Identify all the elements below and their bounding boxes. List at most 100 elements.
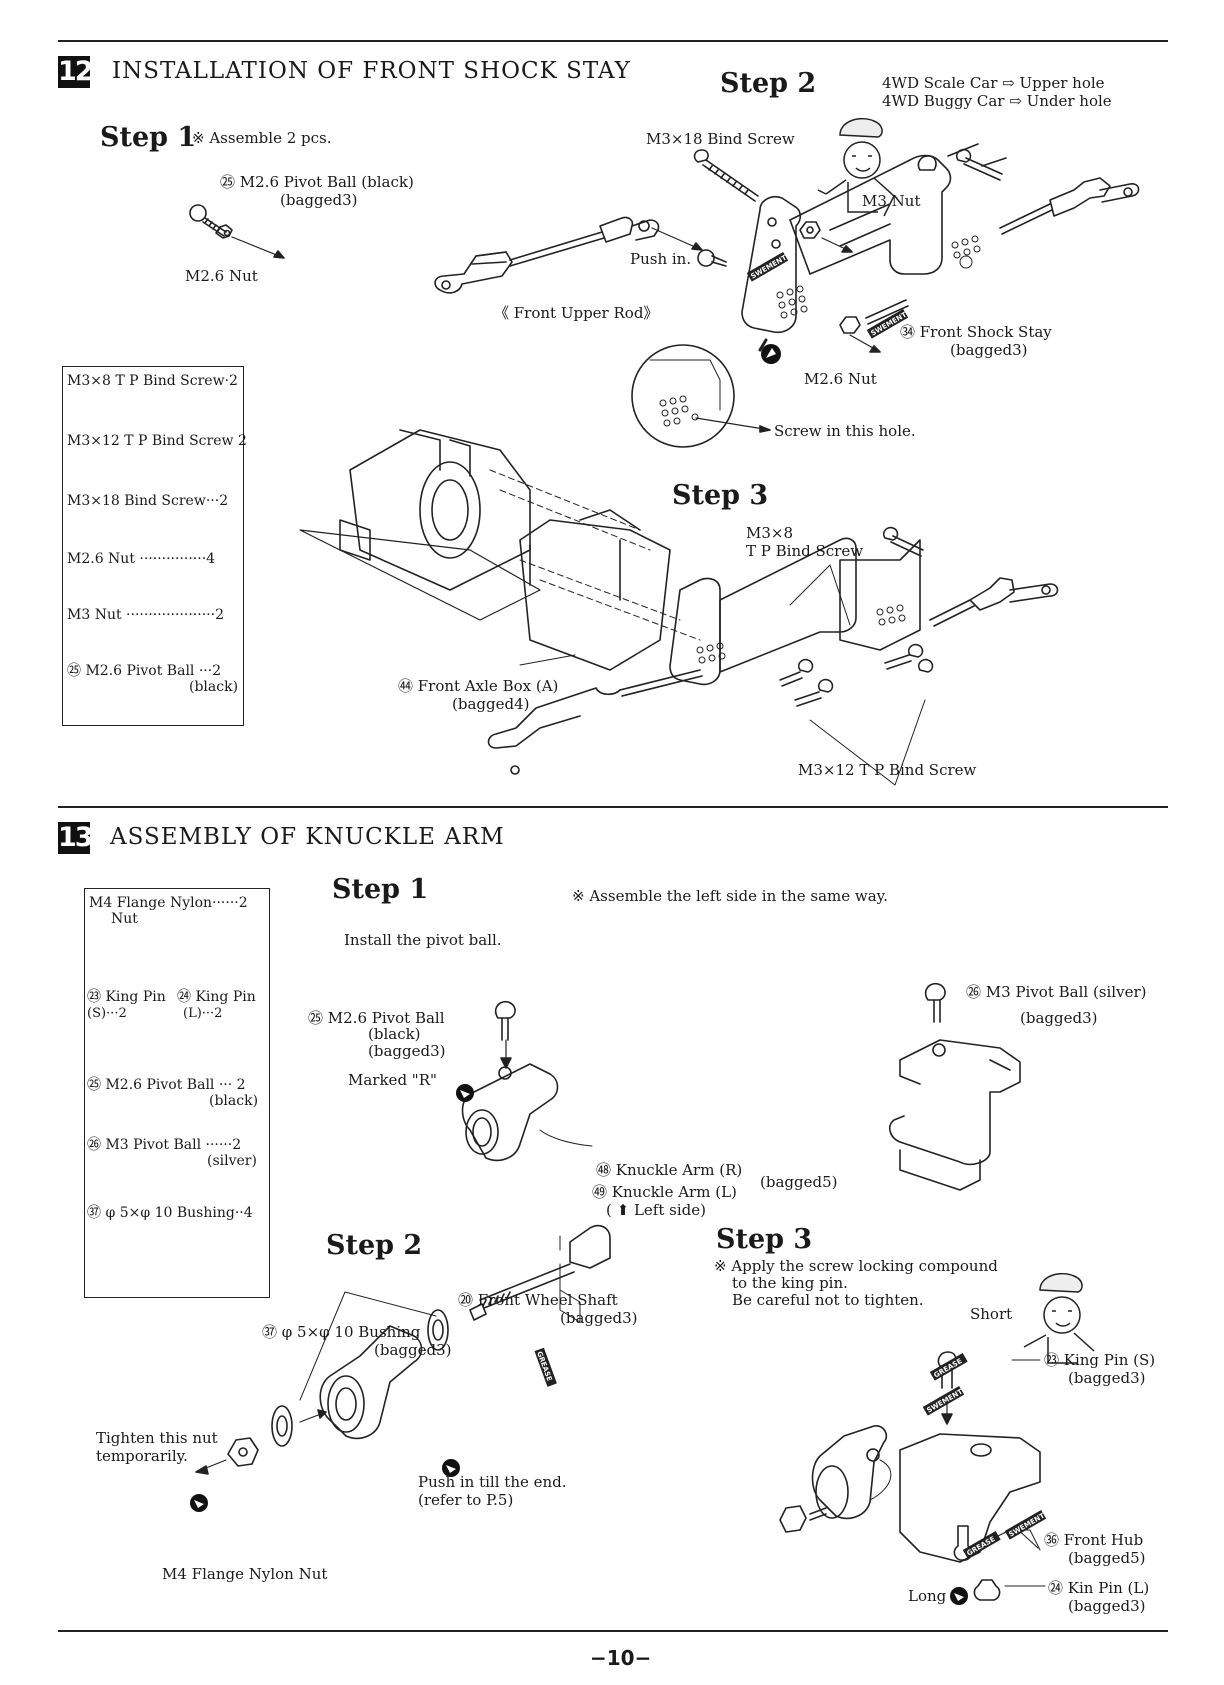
sec13-part-ball3-note: (silver) xyxy=(207,1153,257,1169)
sec12-step3-heading: Step 3 xyxy=(672,480,769,511)
sec13-m3-ball-bag: (bagged3) xyxy=(1020,1009,1098,1027)
direction-marker-arrows xyxy=(194,348,964,1601)
stamp-labels: SWEMENT SWEMENT GREASE GREASE SWEMENT SW… xyxy=(534,251,1047,1559)
sec13-part-king-pin-s: ㉓ King Pin xyxy=(87,989,166,1005)
sec12-part-0: M3×8 T P Bind Screw·2 xyxy=(67,373,238,389)
sec12-step2-note-2: 4WD Buggy Car ⇨ Under hole xyxy=(882,92,1112,110)
sec13-part-flange-nut: M4 Flange Nylon······2 xyxy=(89,895,248,911)
sec13-part-ball3: ㉖ M3 Pivot Ball ······2 xyxy=(87,1137,242,1153)
knuckle-arm-drawing xyxy=(461,982,1021,1191)
sec13-marked-r: Marked "R" xyxy=(348,1071,437,1089)
front-hub-drawing xyxy=(779,1351,1046,1601)
sec13-part-king-pin-l: ㉔ King Pin xyxy=(177,989,256,1005)
sec12-tp-screw12-label: M3×12 T P Bind Screw xyxy=(798,761,977,779)
sec13-step1-heading: Step 1 xyxy=(332,874,429,905)
sec13-king-pin-s-label: ㉓ King Pin (S) xyxy=(1044,1351,1156,1369)
sec13-knuckle-r: ㊽ Knuckle Arm (R) xyxy=(596,1161,743,1179)
sec13-part-ball26: ㉕ M2.6 Pivot Ball ··· 2 xyxy=(87,1077,246,1093)
section-divider xyxy=(58,806,1168,808)
sec12-nut-label: M2.6 Nut xyxy=(185,267,258,285)
sec13-bushing-bag: (bagged3) xyxy=(374,1341,452,1359)
sec13-part-ball26-note: (black) xyxy=(209,1093,259,1109)
sec13-parts-box: M4 Flange Nylon······2 Nut ㉓ King Pin (S… xyxy=(84,888,270,1298)
sec12-step2-heading: Step 2 xyxy=(720,68,817,99)
sec13-step1-instruction: Install the pivot ball. xyxy=(344,931,502,949)
section-12-number: 12 xyxy=(58,56,94,88)
sec13-push-1: Push in till the end. xyxy=(418,1473,567,1491)
sec12-m3-nut-label: M3 Nut xyxy=(862,192,921,210)
sec13-part-bushing: ㊲ φ 5×φ 10 Bushing··4 xyxy=(87,1205,253,1221)
sec13-step1-note: ※ Assemble the left side in the same way… xyxy=(572,887,888,905)
sec13-push-2: (refer to P.5) xyxy=(418,1491,514,1509)
front-upper-rod-drawing xyxy=(434,216,727,294)
sec13-step3-heading: Step 3 xyxy=(716,1224,813,1255)
section-12-title: INSTALLATION OF FRONT SHOCK STAY xyxy=(112,58,631,84)
sec13-step3-note-3: Be careful not to tighten. xyxy=(732,1291,924,1309)
page-number: −10− xyxy=(590,1646,652,1670)
sec12-tp-screw-size: M3×8 xyxy=(746,524,794,542)
front-shock-stay-drawing xyxy=(693,143,1140,353)
sec12-parts-box: M3×8 T P Bind Screw·2 M3×12 T P Bind Scr… xyxy=(62,366,247,726)
sec12-step2-note-1: 4WD Scale Car ⇨ Upper hole xyxy=(882,74,1105,92)
axle-box-assembly-drawing xyxy=(299,429,1059,786)
pivot-ball-drawing xyxy=(189,204,285,259)
sec13-step3-note-1: ※ Apply the screw locking compound xyxy=(714,1257,998,1275)
sec13-m3-ball-label: ㉖ M3 Pivot Ball (silver) xyxy=(966,983,1147,1001)
sec13-king-pin-l-bag: (bagged3) xyxy=(1068,1597,1146,1615)
sec13-short-label: Short xyxy=(970,1305,1013,1323)
stamp-swement-1: SWEMENT xyxy=(750,254,789,281)
sec13-king-pin-l-label: ㉔ Kin Pin (L) xyxy=(1048,1579,1150,1597)
magnifier-drawing xyxy=(631,338,771,448)
stamp-swement-4: SWEMENT xyxy=(1008,1512,1047,1539)
sec12-bind-screw-label: M3×18 Bind Screw xyxy=(646,130,795,148)
section-13-number: 13 xyxy=(58,822,94,854)
sec12-part-5-note: (black) xyxy=(189,679,239,695)
sec12-shock-stay-bag: (bagged3) xyxy=(950,341,1028,359)
sec13-tighten-2: temporarily. xyxy=(96,1447,188,1465)
sec13-left-side: ( ⬆ Left side) xyxy=(606,1201,706,1219)
sec13-part-king-pin-s-qty: (S)···2 xyxy=(87,1006,127,1021)
sec13-pivot-ball-label: ㉕ M2.6 Pivot Ball xyxy=(308,1009,445,1027)
sec12-pivot-ball-bag: (bagged3) xyxy=(280,191,358,209)
sec13-wheel-shaft-bag: (bagged3) xyxy=(560,1309,638,1327)
sec12-part-3: M2.6 Nut ···············4 xyxy=(67,551,216,567)
sec13-king-pin-s-bag: (bagged3) xyxy=(1068,1369,1146,1387)
sec12-m26-nut-label: M2.6 Nut xyxy=(804,370,877,388)
sec13-front-hub-bag: (bagged5) xyxy=(1068,1549,1146,1567)
sec13-part-king-pin-l-qty: (L)···2 xyxy=(183,1006,223,1021)
sec13-front-hub-label: ㊱ Front Hub xyxy=(1044,1531,1144,1549)
sec13-part-flange-nut-2: Nut xyxy=(111,911,138,927)
sec13-step2-heading: Step 2 xyxy=(326,1230,423,1261)
sec13-pivot-ball-bag: (bagged3) xyxy=(368,1042,446,1060)
section-13-title: ASSEMBLY OF KNUCKLE ARM xyxy=(110,824,505,850)
stamp-swement-3: SWEMENT xyxy=(926,1388,965,1415)
mascot-drawings xyxy=(817,117,1095,1364)
stamp-grease-1: GREASE xyxy=(535,1350,553,1382)
mascot-sec13 xyxy=(1023,1272,1095,1364)
sec12-screw-hole-label: Screw in this hole. xyxy=(774,422,916,440)
sec13-long-label: Long xyxy=(908,1587,947,1605)
sec13-step3-note-2: to the king pin. xyxy=(732,1274,848,1292)
sec12-axle-box-bag: (bagged4) xyxy=(452,695,530,713)
sec12-shock-stay-label: ㉞ Front Shock Stay xyxy=(900,323,1052,341)
sec12-axle-box-label: ㊹ Front Axle Box (A) xyxy=(398,677,559,695)
sec12-push-in-label: Push in. xyxy=(630,250,692,268)
sec13-knuckle-l: ㊾ Knuckle Arm (L) xyxy=(592,1183,737,1201)
sec13-bushing-label: ㊲ φ 5×φ 10 Bushing xyxy=(262,1323,421,1341)
sec13-knuckle-bag: (bagged5) xyxy=(760,1173,838,1191)
sec13-flange-nut-label: M4 Flange Nylon Nut xyxy=(162,1565,328,1583)
top-rule xyxy=(58,40,1168,42)
sec12-part-2: M3×18 Bind Screw···2 xyxy=(67,493,229,509)
sec13-pivot-ball-color: (black) xyxy=(368,1025,421,1043)
bottom-rule xyxy=(58,1630,1168,1632)
sec12-part-1: M3×12 T P Bind Screw 2 xyxy=(67,433,247,449)
sec13-tighten-1: Tighten this nut xyxy=(96,1429,218,1447)
sec12-part-5: ㉕ M2.6 Pivot Ball ···2 xyxy=(67,663,222,679)
sec12-pivot-ball-label: ㉕ M2.6 Pivot Ball (black) xyxy=(220,173,414,191)
wheel-shaft-drawing xyxy=(195,1224,611,1475)
sec12-step1-heading: Step 1 xyxy=(100,122,197,153)
sec12-step1-note: ※ Assemble 2 pcs. xyxy=(192,129,332,147)
sec12-upper-rod-label: 《 Front Upper Rod》 xyxy=(494,304,659,322)
sec12-part-4: M3 Nut ····················2 xyxy=(67,607,224,623)
mascot-sec12 xyxy=(817,117,895,217)
